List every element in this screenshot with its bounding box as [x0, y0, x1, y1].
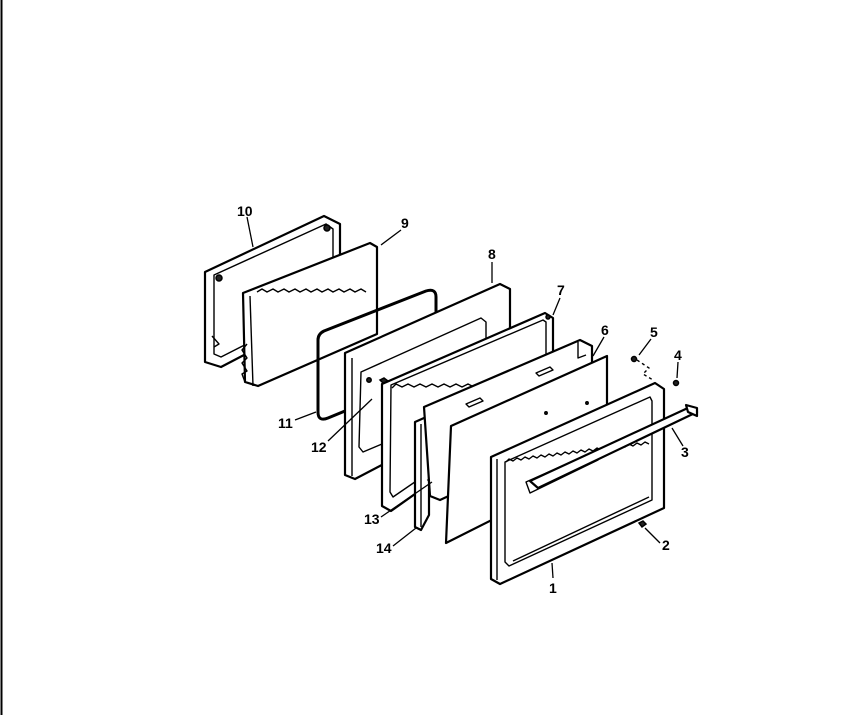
callout-2: 2: [662, 537, 670, 553]
leader-4: [676, 361, 679, 379]
leader-14: [392, 527, 417, 547]
callout-9: 9: [401, 215, 409, 231]
callout-10: 10: [237, 203, 253, 219]
leader-6: [592, 336, 605, 357]
leader-13: [380, 481, 433, 518]
callout-6: 6: [601, 322, 609, 338]
part-14-side-bracket: [413, 416, 431, 532]
leader-11: [294, 411, 317, 421]
part-2-screw: [637, 520, 648, 529]
part-1-outer-door-frame: [489, 381, 666, 586]
leader-lines: [246, 216, 684, 579]
callout-1: 1: [549, 580, 557, 596]
part-9-insulation-panel: [241, 241, 379, 388]
leader-5: [638, 338, 652, 356]
callout-12: 12: [311, 439, 327, 455]
leader-1: [551, 562, 554, 579]
part-5-screw: [630, 355, 654, 381]
leader-9: [380, 229, 402, 246]
leader-10: [246, 216, 254, 248]
callout-13: 13: [364, 511, 380, 527]
leader-3: [671, 427, 684, 447]
part-3-door-handle: [528, 403, 699, 490]
callout-4: 4: [674, 347, 682, 363]
callout-numbers: 1 2 3 4 5 6 7 8 9 10 11 12 13 14: [237, 203, 689, 596]
leader-2: [644, 527, 661, 544]
callout-3: 3: [681, 444, 689, 460]
part-4-screw: [672, 379, 680, 387]
callout-14: 14: [376, 540, 392, 556]
callout-11: 11: [278, 415, 293, 431]
callout-8: 8: [488, 246, 496, 262]
leader-12: [327, 398, 373, 442]
leader-7: [552, 297, 561, 316]
callout-5: 5: [650, 324, 658, 340]
callout-7: 7: [557, 282, 565, 298]
